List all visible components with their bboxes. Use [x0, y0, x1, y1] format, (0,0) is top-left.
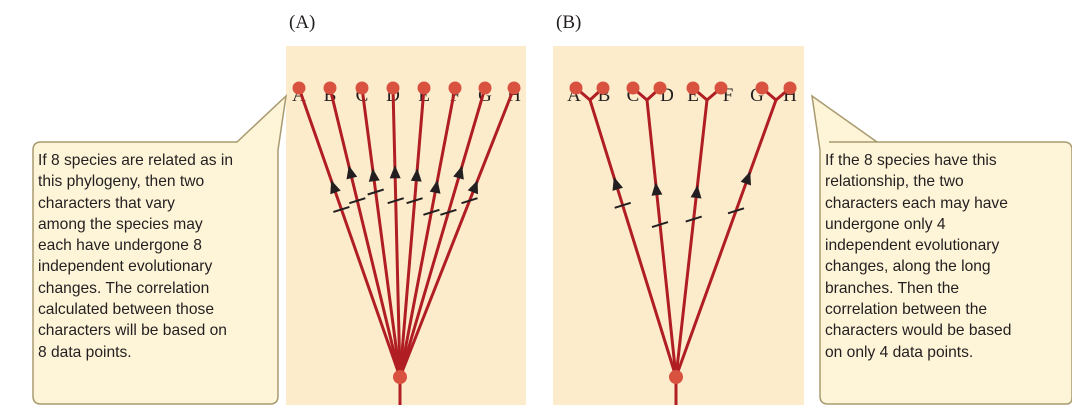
direction-arrow	[612, 176, 623, 191]
tip-node	[686, 81, 700, 95]
callout-line: If the 8 species have this	[825, 152, 997, 169]
callout-line: among the species may	[38, 215, 203, 233]
change-tick	[406, 197, 423, 205]
panel-b-tip-label: E	[687, 85, 699, 106]
callout-line: relationship, the two	[825, 173, 964, 191]
branch	[391, 86, 402, 379]
change-tick	[367, 188, 384, 196]
direction-arrow	[467, 180, 478, 195]
callout-line: characters will be based on	[38, 322, 227, 340]
callout-line: If 8 species are related as in	[38, 152, 234, 169]
branch	[398, 86, 516, 379]
branch	[398, 86, 457, 379]
tip-node	[417, 81, 431, 95]
tip-node	[386, 81, 400, 95]
change-tick	[333, 205, 350, 213]
callout-line: independent evolutionary	[38, 258, 213, 276]
callout-line: changes. The correlation	[38, 279, 210, 297]
long-branch	[674, 98, 709, 379]
direction-arrow	[740, 171, 751, 186]
callout-right-text: If the 8 species have this relationship,…	[825, 150, 1011, 363]
branch	[360, 86, 402, 379]
long-branch	[645, 98, 678, 379]
callout-line: on only 4 data points.	[825, 343, 974, 361]
tip-node	[355, 81, 369, 95]
change-tick	[651, 221, 669, 229]
tip-node	[448, 81, 462, 95]
tip-node	[714, 81, 728, 95]
tip-node	[478, 81, 492, 95]
callout-line: changes, along the long	[825, 258, 991, 276]
change-tick	[440, 208, 457, 216]
root-node	[393, 370, 407, 384]
panel-b-label: (B)	[556, 12, 581, 33]
tip-node	[596, 81, 610, 95]
change-tick	[387, 197, 404, 205]
tip-node	[507, 81, 521, 95]
long-branch	[588, 98, 678, 379]
direction-arrow	[368, 168, 380, 182]
callout-line: calculated between those	[38, 301, 214, 319]
direction-arrow	[410, 168, 422, 182]
change-tick	[685, 215, 702, 223]
branch	[398, 86, 487, 379]
change-tick	[614, 201, 631, 209]
panel-a-label: (A)	[289, 12, 315, 33]
callout-left-balloon	[32, 93, 288, 405]
branch	[328, 86, 402, 379]
callout-line: branches. Then the	[825, 279, 960, 297]
direction-arrow	[453, 165, 464, 180]
panel-b-tip-label: F	[723, 85, 734, 106]
direction-arrow	[389, 165, 401, 179]
direction-arrow	[651, 182, 663, 196]
tip-node	[783, 81, 797, 95]
tip-node	[569, 81, 583, 95]
callout-line: undergone only 4	[825, 215, 946, 233]
long-branch	[674, 98, 778, 379]
change-tick	[349, 197, 366, 205]
panel-a-tree	[292, 81, 521, 405]
callout-line: independent evolutionary	[825, 237, 1000, 255]
direction-arrow	[346, 165, 358, 180]
change-tick	[461, 197, 478, 205]
tip-node	[626, 81, 640, 95]
callout-left-text: If 8 species are related as in this phyl…	[38, 150, 233, 363]
callout-line: correlation between the	[825, 301, 988, 319]
callout-line: each have undergone 8	[38, 237, 202, 255]
callout-line: characters that vary	[38, 194, 175, 212]
callout-line: characters would be based	[825, 322, 1012, 340]
change-tick	[727, 207, 745, 215]
tip-node	[292, 81, 306, 95]
branch	[297, 86, 402, 379]
callout-line: 8 data points.	[38, 343, 132, 361]
direction-arrow	[429, 179, 441, 194]
callout-line: this phylogeny, then two	[38, 173, 205, 191]
tip-node	[653, 81, 667, 95]
root-node	[669, 370, 683, 384]
panel-b-tree	[569, 81, 797, 405]
branch	[398, 86, 426, 379]
direction-arrow	[690, 185, 702, 199]
tip-node	[755, 81, 769, 95]
tip-node	[323, 81, 337, 95]
callout-line: characters each may have	[825, 194, 1008, 212]
callout-right-balloon	[811, 94, 1072, 405]
direction-arrow	[330, 180, 341, 195]
change-tick	[423, 208, 440, 216]
